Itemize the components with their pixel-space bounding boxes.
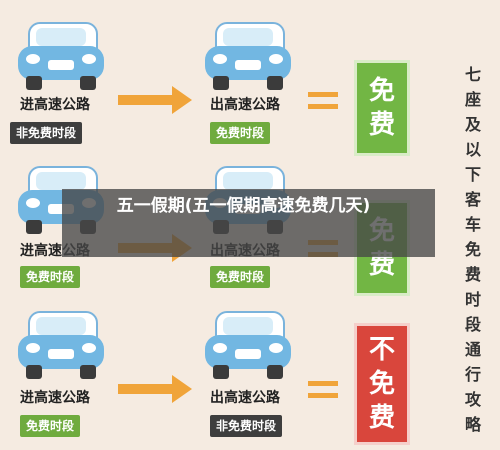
car-icon	[18, 22, 104, 92]
right-arrow-icon	[118, 375, 192, 403]
caption-overlay	[62, 189, 435, 257]
title-char: 时	[464, 290, 481, 309]
exit-badge: 免费时段	[210, 122, 271, 144]
vertical-title: 七 座 及 以 下 客 车 免 费 时 段 通 行 攻 略	[458, 62, 488, 437]
title-char: 行	[464, 365, 481, 384]
row-1: 进高速公路 非免费时段 出高速公路 免费时段 免 费	[0, 10, 460, 156]
entry-badge: 免费时段	[20, 266, 81, 288]
title-char: 七	[464, 65, 481, 84]
result-box: 不 免 费	[354, 323, 410, 445]
entry-badge: 非免费时段	[10, 122, 83, 144]
car-icon	[205, 22, 291, 92]
title-char: 以	[464, 140, 481, 159]
result-char: 免	[368, 76, 395, 106]
title-char: 段	[464, 315, 481, 334]
title-char: 攻	[464, 390, 481, 409]
title-char: 座	[464, 90, 481, 109]
exit-badge: 非免费时段	[210, 415, 283, 437]
result-char: 费	[368, 110, 395, 140]
title-char: 客	[464, 190, 481, 209]
exit-label: 出高速公路	[210, 97, 280, 113]
title-char: 车	[464, 215, 481, 234]
result-char: 不	[368, 335, 395, 365]
right-arrow-icon	[118, 86, 192, 114]
title-char: 略	[464, 415, 481, 434]
equals-icon	[308, 92, 338, 112]
exit-badge: 免费时段	[210, 266, 271, 288]
entry-label: 进高速公路	[20, 390, 90, 406]
result-char: 费	[368, 403, 395, 433]
entry-badge: 免费时段	[20, 415, 81, 437]
title-char: 通	[464, 340, 481, 359]
entry-label: 进高速公路	[20, 97, 90, 113]
caption-title: 五一假期(五一假期高速免费几天)	[116, 196, 371, 216]
row-3: 进高速公路 免费时段 出高速公路 非免费时段 不 免 费	[0, 305, 460, 445]
title-char: 及	[464, 115, 481, 134]
car-icon	[205, 311, 291, 381]
title-char: 免	[464, 240, 481, 259]
title-char: 下	[464, 165, 481, 184]
title-char: 费	[464, 265, 481, 284]
result-box: 免 费	[354, 60, 410, 156]
equals-icon	[308, 381, 338, 401]
exit-label: 出高速公路	[210, 390, 280, 406]
car-icon	[18, 311, 104, 381]
result-char: 免	[368, 369, 395, 399]
